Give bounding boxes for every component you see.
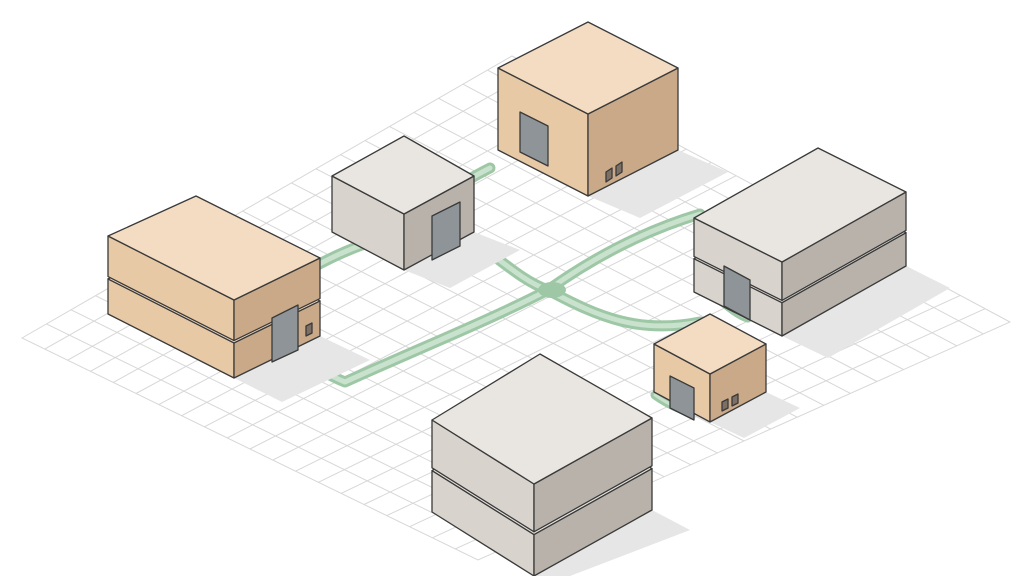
building-roof [331,135,475,215]
building-shadow [710,392,800,438]
building-shadow [234,336,370,402]
building-roof [431,353,653,485]
building-shadow [782,266,950,358]
building-tan-large-back [497,21,728,218]
building-gray-front [431,353,690,576]
loading-door [271,304,299,363]
building-roof [693,147,907,263]
pathway-center-stripe [545,287,703,329]
building-gray-long-right [693,147,950,358]
loading-door [431,201,461,261]
vent-icon [721,398,729,412]
building-shadow [534,510,690,576]
pathway-center-stripe [545,211,703,293]
building-shadow [588,150,728,218]
vent-icon [305,322,313,337]
grid-line [249,188,762,450]
building-roof [497,21,679,115]
loading-door [669,375,695,421]
building-roof [107,195,321,301]
building-roof [653,313,767,375]
building-gray-small-center-left [331,135,520,288]
building-tan-small-right [653,313,800,438]
building-tan-long-left [107,195,370,402]
buildings [107,21,950,576]
building-shadow [404,232,520,288]
vent-icon [731,393,739,407]
pathway-junction [538,282,566,298]
vent-icon [615,161,623,177]
vent-icon [605,167,613,183]
loading-door [519,111,549,167]
loading-door [723,265,751,321]
